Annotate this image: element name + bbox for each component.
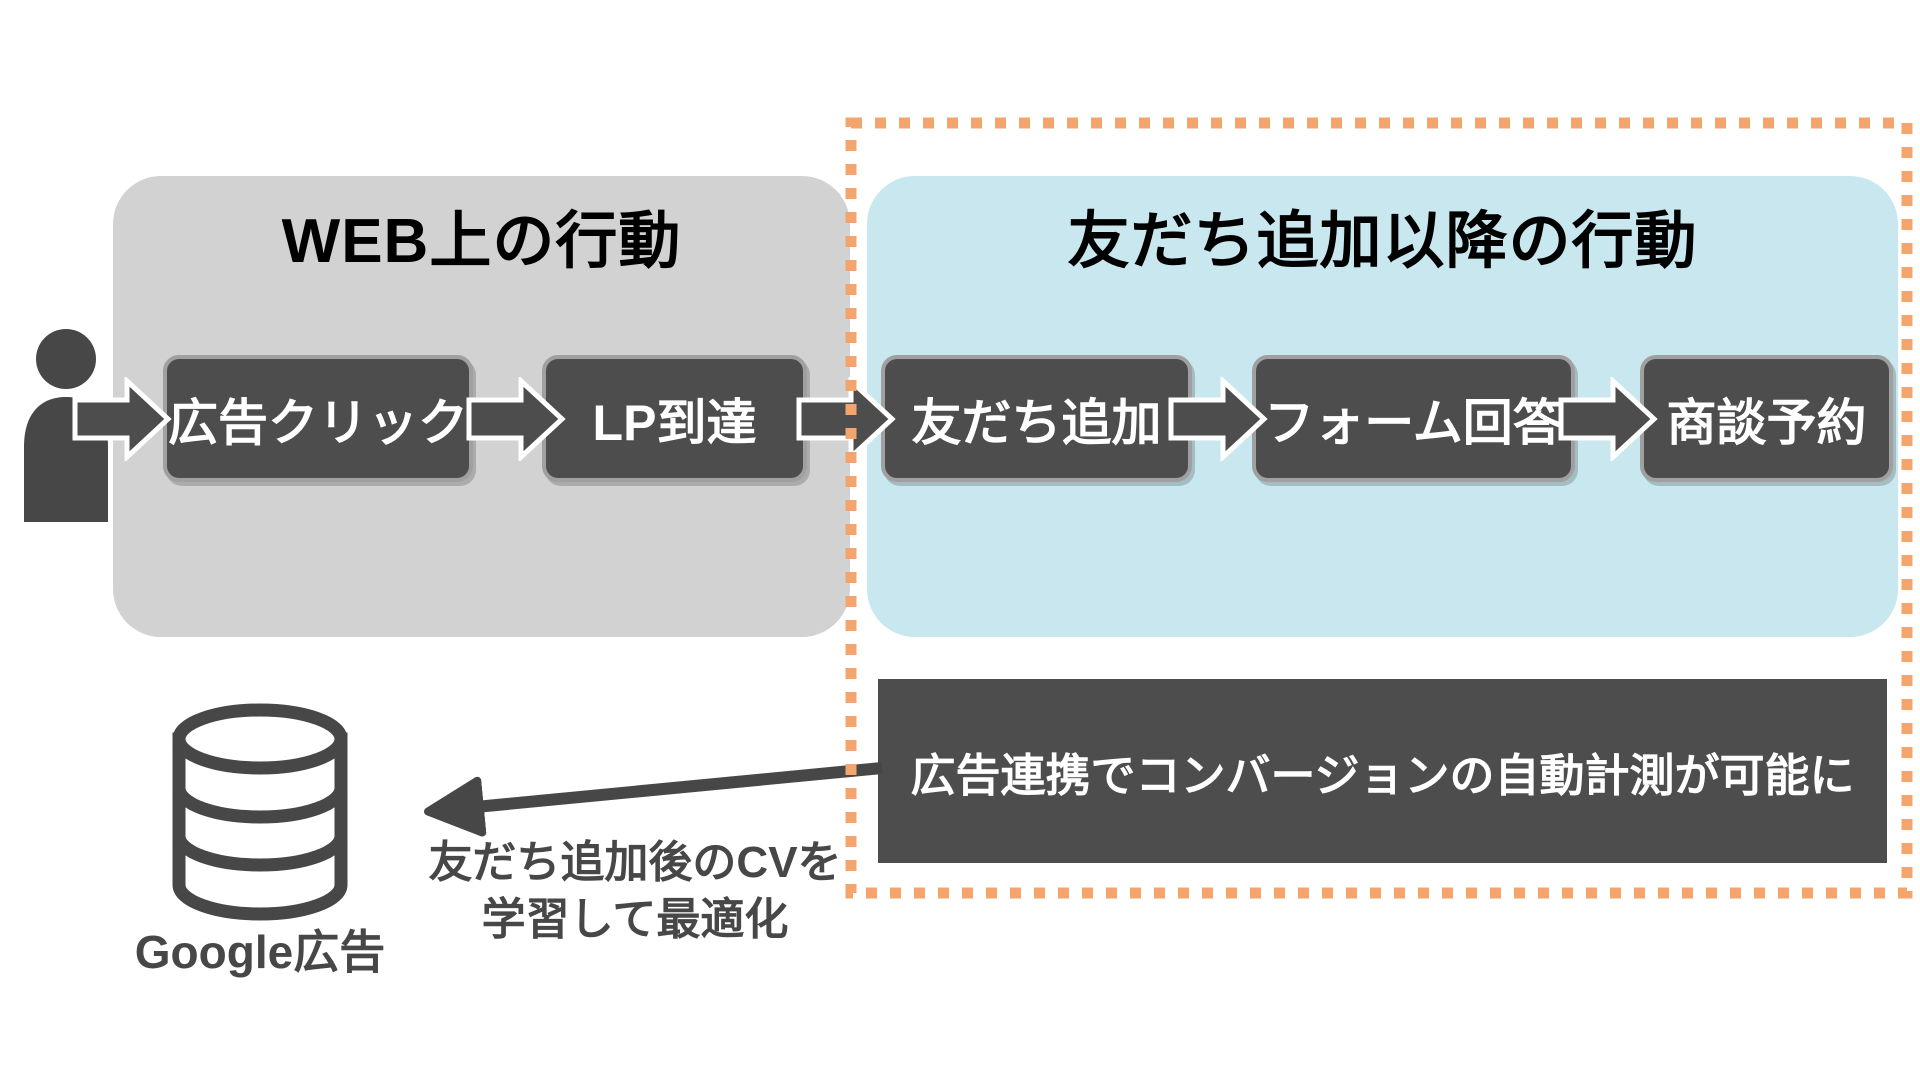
google-ads-label: Google広告	[134, 926, 386, 978]
feedback-label-line1: 友だち追加後のCVを	[428, 838, 842, 887]
step-box-meeting-reservation: 商談予約	[1640, 355, 1893, 482]
step-label-lp-arrival: LP到達	[592, 394, 757, 451]
feedback-label-line2: 学習して最適化	[481, 895, 789, 944]
database-icon	[172, 703, 348, 921]
step-box-lp-arrival: LP到達	[542, 355, 807, 482]
step-label-meeting-reservation: 商談予約	[1666, 394, 1867, 451]
flow-arrow-icon	[466, 377, 566, 461]
feedback-arrow-icon	[424, 762, 883, 837]
flow-arrow-icon	[1558, 377, 1658, 461]
step-box-friend-add: 友だち追加	[881, 355, 1192, 482]
conversion-banner: 広告連携でコンバージョンの自動計測が可能に	[878, 679, 1887, 863]
flow-arrow-icon	[72, 377, 172, 461]
step-box-ad-click: 広告クリック	[163, 355, 473, 482]
step-label-form-answer: フォーム回答	[1264, 394, 1563, 451]
flow-arrow-icon	[1168, 377, 1268, 461]
step-label-ad-click: 広告クリック	[168, 394, 468, 451]
conversion-banner-text: 広告連携でコンバージョンの自動計測が可能に	[910, 749, 1855, 801]
line-actions-title: 友だち追加以降の行動	[1067, 207, 1698, 276]
web-actions-title: WEB上の行動	[281, 207, 682, 276]
step-label-friend-add: 友だち追加	[911, 394, 1162, 451]
feedback-label: 友だち追加後のCVを 学習して最適化	[395, 834, 875, 948]
step-box-form-answer: フォーム回答	[1252, 355, 1575, 482]
flow-arrow-icon	[796, 377, 896, 461]
